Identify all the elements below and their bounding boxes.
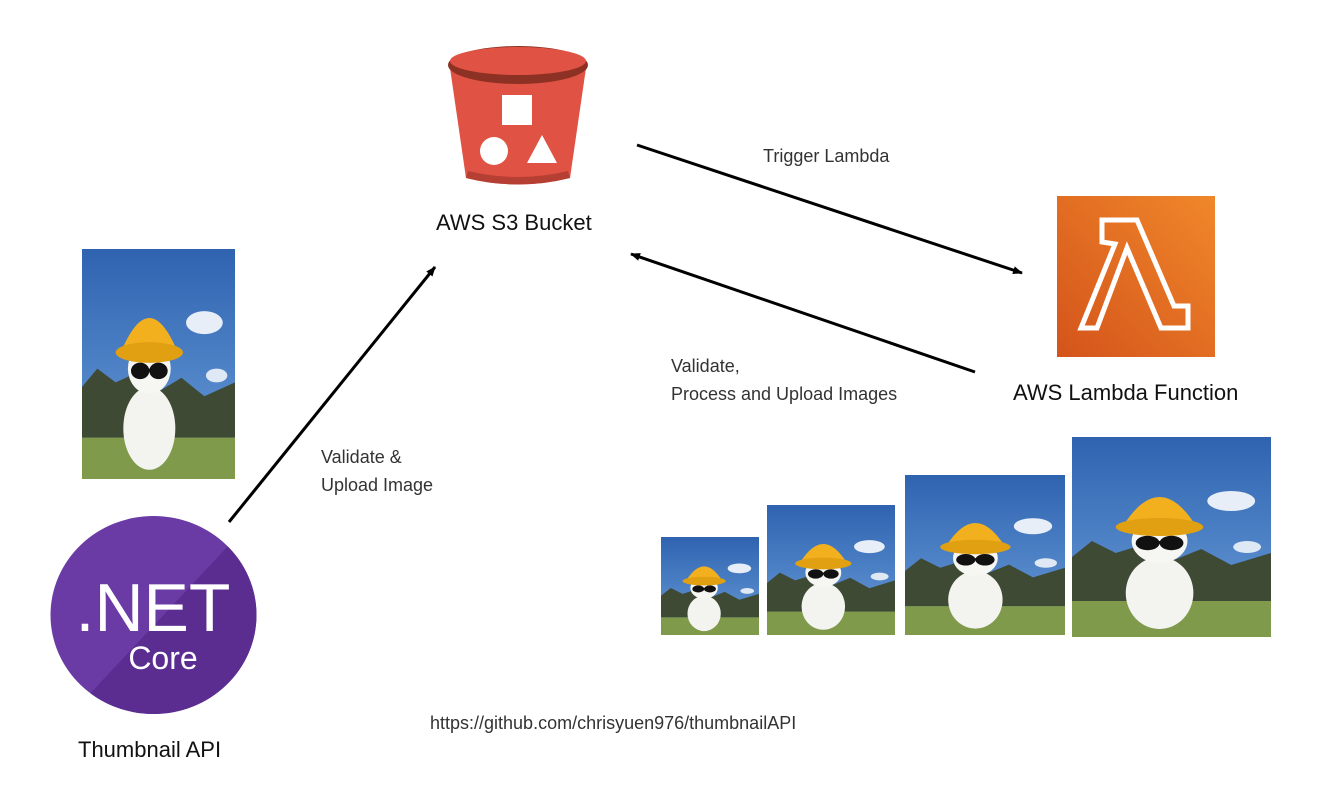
dotnet-core-logo: .NET Core	[50, 516, 257, 714]
thumbnail-api-label: Thumbnail API	[78, 737, 222, 762]
github-url[interactable]: https://github.com/chrisyuen976/thumbnai…	[430, 713, 797, 733]
cat-thumbnail-large	[905, 475, 1065, 635]
s3-bucket-label: AWS S3 Bucket	[436, 210, 592, 235]
cat-thumbnail-small	[661, 537, 759, 635]
arrow-lambda-to-s3	[630, 252, 976, 374]
validate-upload-line2: Upload Image	[321, 475, 434, 495]
dotnet-logo-main-text: .NET	[76, 570, 231, 646]
dotnet-logo-sub-text: Core	[128, 640, 197, 676]
cat-thumbnail-medium	[767, 505, 895, 635]
lambda-label: AWS Lambda Function	[1013, 380, 1239, 405]
lambda-icon	[1057, 196, 1215, 357]
arrow-s3-to-lambda	[636, 143, 1023, 275]
validate-upload-label: Validate & Upload Image	[321, 443, 433, 499]
validate-process-line1: Validate,	[671, 356, 740, 376]
s3-bucket-icon	[448, 46, 588, 185]
validate-process-line2: Process and Upload Images	[671, 384, 898, 404]
cat-photo	[82, 249, 235, 479]
validate-process-label: Validate, Process and Upload Images	[671, 352, 897, 408]
arrow-api-to-s3	[227, 266, 437, 523]
cat-thumbnail-xlarge	[1072, 437, 1271, 637]
trigger-lambda-label: Trigger Lambda	[763, 146, 890, 166]
validate-upload-line1: Validate &	[321, 447, 402, 467]
